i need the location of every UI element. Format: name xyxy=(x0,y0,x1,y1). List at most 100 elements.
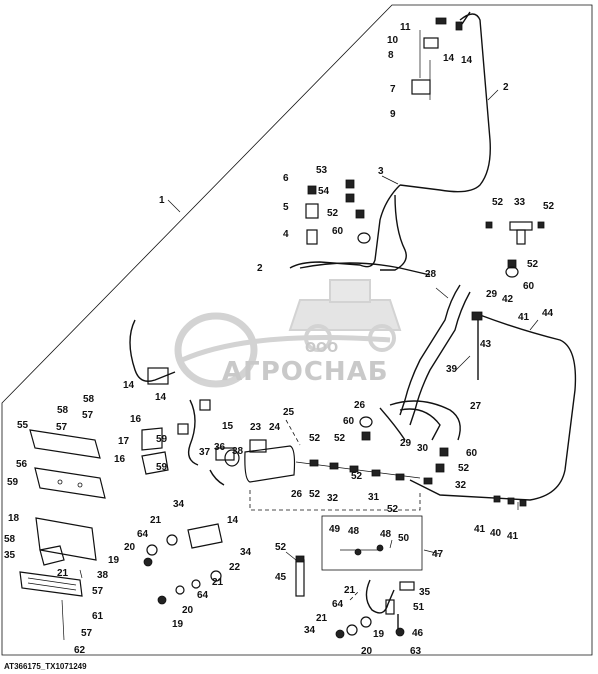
hose-3b xyxy=(380,194,407,271)
bracket-18-arm xyxy=(39,545,65,566)
watermark-prefix: ООО xyxy=(305,341,338,356)
bracket-55 xyxy=(29,429,101,459)
hose-27 xyxy=(389,400,461,441)
tank-23 xyxy=(244,445,296,483)
watermark-brand: АГРОСНАБ xyxy=(222,357,389,387)
callout: 60 xyxy=(466,448,478,459)
callout: 52 xyxy=(327,208,339,219)
callout: 42 xyxy=(502,294,514,305)
bracket-17 xyxy=(141,427,163,451)
callout: 9 xyxy=(390,109,396,120)
callout: 28 xyxy=(425,269,437,280)
kit-box-47 xyxy=(321,515,423,571)
callout: 26 xyxy=(354,400,366,411)
callout: 58 xyxy=(4,534,16,545)
callout: 38 xyxy=(97,570,109,581)
callout: 49 xyxy=(329,524,341,535)
callout: 36 xyxy=(214,442,226,453)
bracket-7 xyxy=(411,79,431,95)
callout: 4 xyxy=(283,229,289,240)
callout: 6 xyxy=(283,173,289,184)
callout: 55 xyxy=(17,420,29,431)
callout: 17 xyxy=(118,436,130,447)
bracket-18 xyxy=(35,517,97,561)
callout: 29 xyxy=(400,438,412,449)
callout: 48 xyxy=(380,529,392,540)
callout: 43 xyxy=(480,339,492,350)
callout: 16 xyxy=(130,414,142,425)
callout: 38 xyxy=(232,446,244,457)
callout: 57 xyxy=(56,422,68,433)
callout: 16 xyxy=(114,454,126,465)
callout: 60 xyxy=(523,281,535,292)
callout: 57 xyxy=(81,628,93,639)
callout: 23 xyxy=(250,422,262,433)
callout: 54 xyxy=(318,186,330,197)
callout: 48 xyxy=(348,526,360,537)
callout: 64 xyxy=(137,529,149,540)
dashed-link-b xyxy=(285,419,301,446)
callout: 14 xyxy=(461,55,473,66)
callout: 11 xyxy=(400,22,411,33)
callout: 21 xyxy=(57,568,69,579)
callout: 3 xyxy=(378,166,384,177)
hose-44 xyxy=(409,314,577,501)
callout: 45 xyxy=(275,572,287,583)
callout: 26 xyxy=(291,489,303,500)
callout: 57 xyxy=(92,586,104,597)
bracket-16 xyxy=(141,451,169,475)
callout: 27 xyxy=(470,401,482,412)
hose-3 xyxy=(289,184,401,269)
callout: 52 xyxy=(309,433,321,444)
callout: 19 xyxy=(373,629,385,640)
callout: 19 xyxy=(172,619,184,630)
callout: 21 xyxy=(212,577,224,588)
callout: 52 xyxy=(351,471,363,482)
bracket-22 xyxy=(187,523,223,549)
callout: 52 xyxy=(543,201,555,212)
callout: 58 xyxy=(83,394,95,405)
hose-2-inner xyxy=(461,11,471,25)
callout: 1 xyxy=(159,195,165,206)
callout: 53 xyxy=(316,165,328,176)
callout: 62 xyxy=(74,645,86,656)
callout: 21 xyxy=(316,613,328,624)
callout: 37 xyxy=(199,447,211,458)
callout: 14 xyxy=(227,515,239,526)
callout: 58 xyxy=(57,405,69,416)
callout: 8 xyxy=(388,50,394,61)
callout: 52 xyxy=(492,197,504,208)
callout: 52 xyxy=(387,504,399,515)
callout: 33 xyxy=(514,197,526,208)
callout: 19 xyxy=(108,555,120,566)
hose-2 xyxy=(399,13,491,193)
callout: 52 xyxy=(334,433,346,444)
fitting-6 xyxy=(307,185,317,195)
callout: 57 xyxy=(82,410,94,421)
callout: 21 xyxy=(150,515,162,526)
callout: 52 xyxy=(527,259,539,270)
callout: 32 xyxy=(327,493,339,504)
dashed-link-a xyxy=(249,490,421,511)
callout: 32 xyxy=(455,480,467,491)
callout: 44 xyxy=(542,308,554,319)
harness-left xyxy=(129,319,176,382)
callout: 41 xyxy=(518,312,530,323)
callout: 10 xyxy=(387,35,399,46)
fitting-4 xyxy=(306,229,318,245)
callout: 14 xyxy=(443,53,455,64)
callout: 39 xyxy=(446,364,458,375)
callout: 59 xyxy=(156,434,168,445)
callout: 51 xyxy=(413,602,425,613)
callout: 2 xyxy=(503,82,509,93)
callout: 5 xyxy=(283,202,289,213)
rod-45 xyxy=(295,559,305,597)
callout: 30 xyxy=(417,443,429,454)
callout: 46 xyxy=(412,628,424,639)
valve-block-11 xyxy=(423,37,439,49)
callout: 2 xyxy=(257,263,263,274)
callout: 56 xyxy=(16,459,28,470)
fitting-5 xyxy=(305,203,319,219)
callout: 20 xyxy=(124,542,136,553)
